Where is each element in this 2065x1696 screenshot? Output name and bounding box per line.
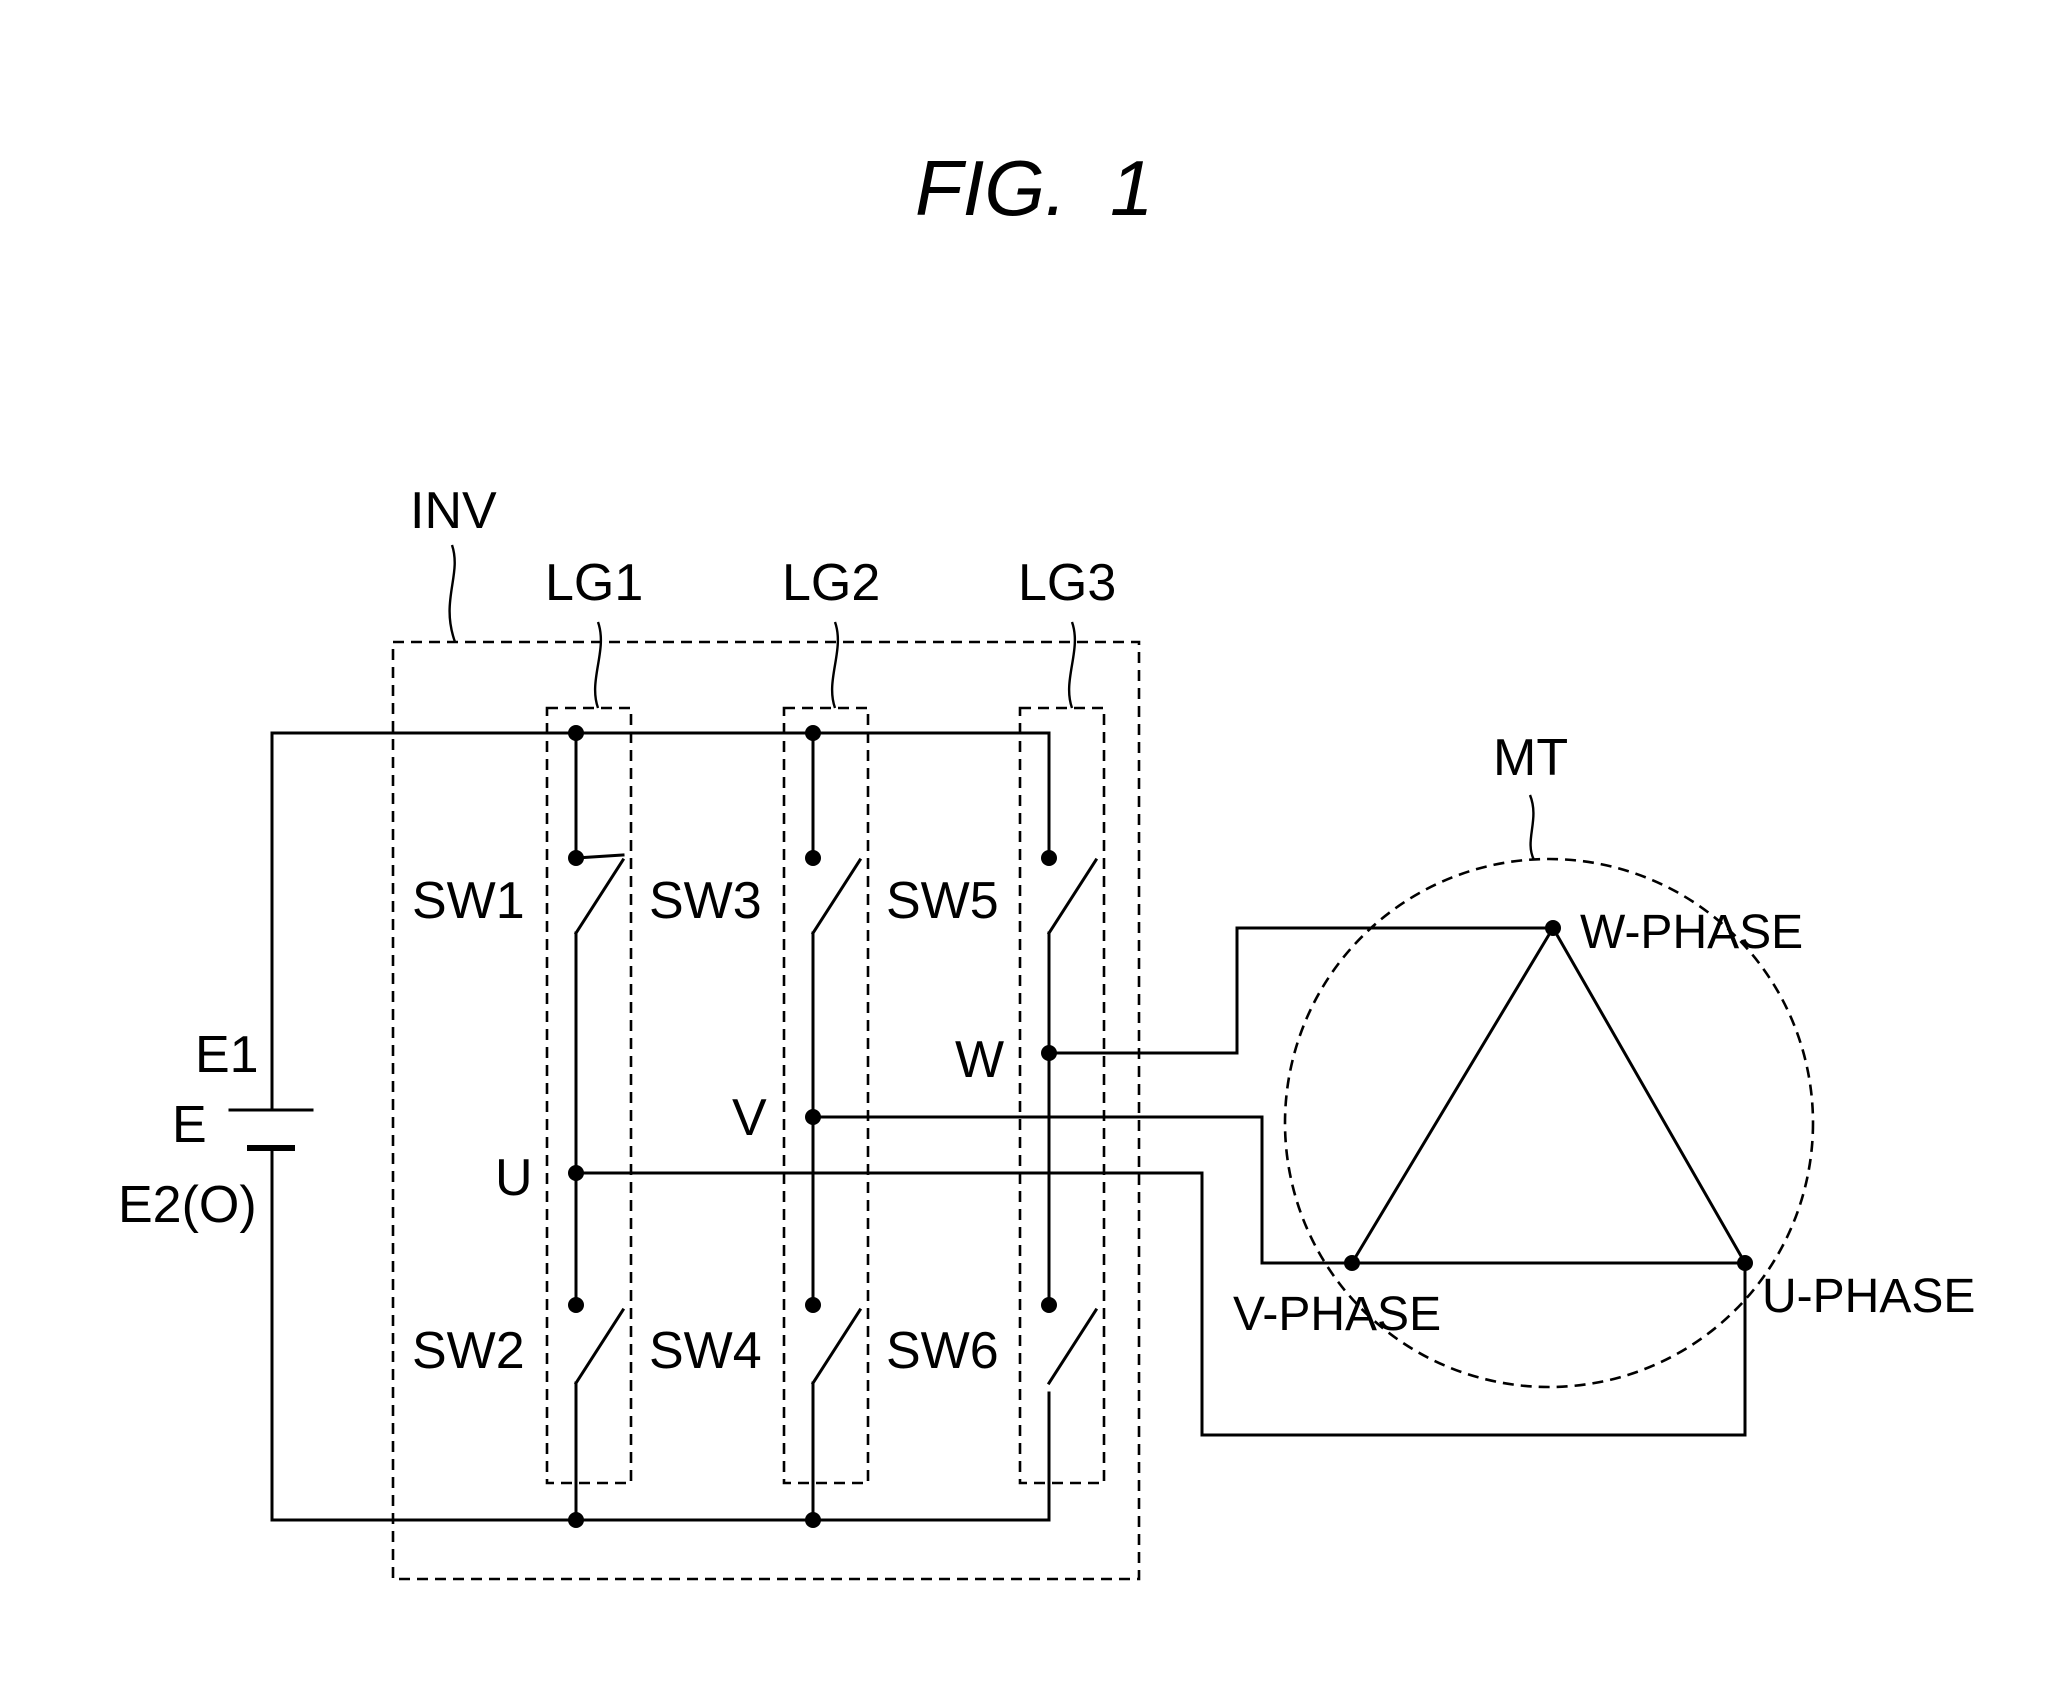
motor-delta-winding: [1352, 928, 1745, 1263]
sw5-label: SW5: [886, 872, 999, 930]
leg3-label: LG3: [1018, 554, 1116, 612]
leg1-leader: [595, 622, 601, 708]
sw4-label: SW4: [649, 1322, 762, 1380]
source-neg-label: E2(O): [118, 1176, 257, 1234]
leg1-box: [547, 708, 631, 1483]
leg1-circuit: [576, 733, 623, 1520]
sw2-label: SW2: [412, 1322, 525, 1380]
leg2-box: [784, 708, 868, 1483]
source-label: E: [172, 1096, 207, 1154]
v-phase-label: V-PHASE: [1233, 1288, 1441, 1341]
inverter-leader: [450, 545, 455, 642]
node-w-label: W: [955, 1031, 1004, 1089]
w-phase-label: W-PHASE: [1580, 906, 1803, 959]
node-v-label: V: [732, 1089, 767, 1147]
sw3-label: SW3: [649, 872, 762, 930]
source-pos-label: E1: [195, 1026, 259, 1084]
node-u-label: U: [495, 1149, 533, 1207]
leg2-leader: [832, 622, 838, 708]
motor-label: MT: [1493, 729, 1568, 787]
sw1-label: SW1: [412, 872, 525, 930]
v-output-wire: [813, 1117, 1352, 1263]
inverter-label: INV: [410, 482, 497, 540]
leg1-label: LG1: [545, 554, 643, 612]
figure-title: FIG. 1: [915, 144, 1153, 232]
leg2-label: LG2: [782, 554, 880, 612]
leg3-box: [1020, 708, 1104, 1483]
u-phase-label: U-PHASE: [1762, 1270, 1975, 1323]
motor-leader: [1530, 795, 1534, 860]
leg3-leader: [1069, 622, 1075, 708]
sw6-label: SW6: [886, 1322, 999, 1380]
leg2-circuit: [813, 733, 860, 1520]
u-output-wire: [576, 1173, 1745, 1435]
